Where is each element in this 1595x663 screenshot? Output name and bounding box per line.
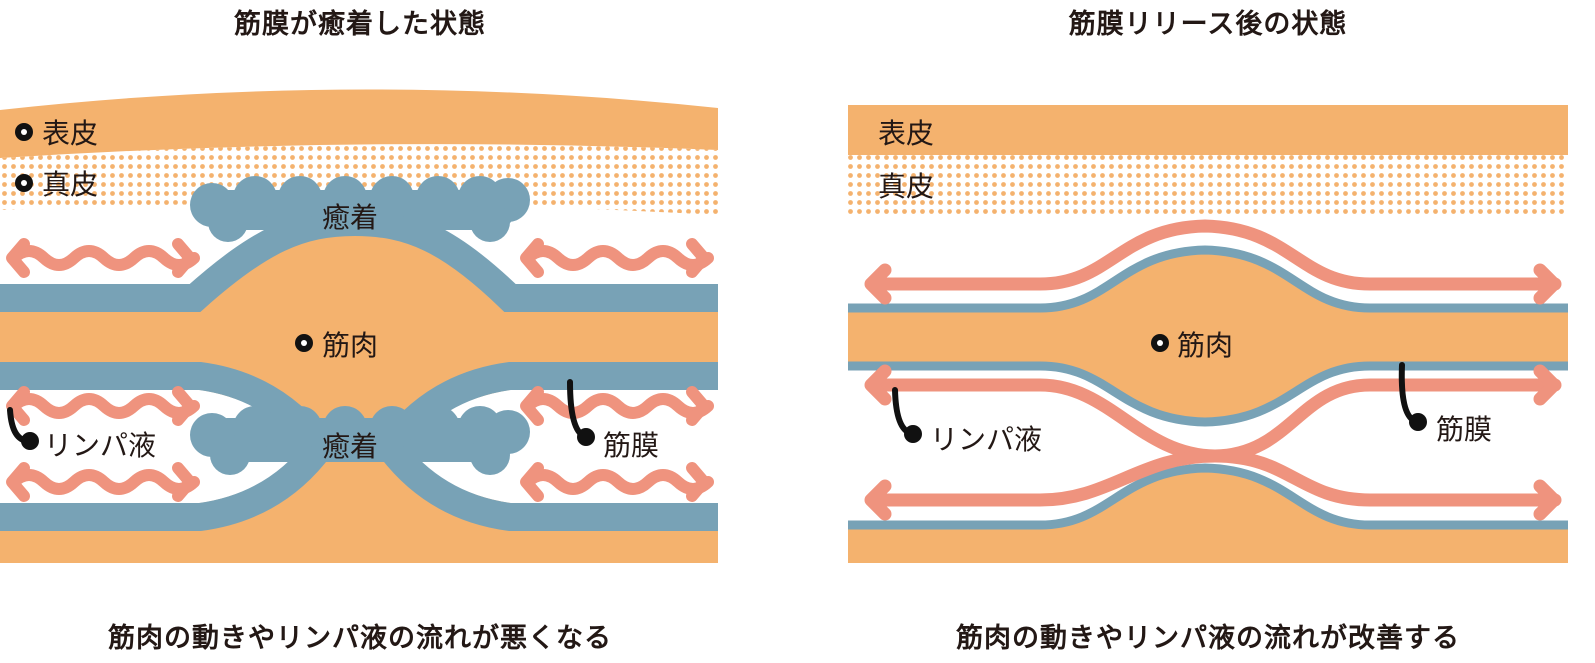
- right-lymph-label: リンパ液: [930, 423, 1043, 456]
- wavy-arrow: [6, 462, 200, 502]
- right-epidermis: [848, 105, 1568, 155]
- lymph-wavy-arrows: [6, 238, 714, 502]
- wavy-arrow: [520, 462, 714, 502]
- right-lower-muscle: [848, 468, 1568, 563]
- left-epidermis-label: 表皮: [42, 117, 99, 150]
- right-fascia: [848, 245, 1568, 530]
- lymph-flow-arrows: [864, 219, 1562, 521]
- left-caption: 筋肉の動きやリンパ液の流れが悪くなる: [108, 623, 612, 654]
- left-fascia-label: 筋膜: [603, 429, 660, 462]
- right-title: 筋膜リリース後の状態: [1068, 9, 1348, 40]
- lymph-arrow-top: [865, 219, 1562, 291]
- right-fascia-label: 筋膜: [1436, 413, 1493, 446]
- left-muscle-label: 筋肉: [322, 329, 379, 362]
- adhesion-bottom-label: 癒着: [322, 430, 379, 463]
- left-panel: [0, 89, 718, 563]
- left-epidermis: [0, 89, 718, 158]
- left-dermis: [0, 144, 718, 215]
- right-caption: 筋肉の動きやリンパ液の流れが改善する: [956, 623, 1460, 654]
- adhesion-blob-top: [190, 176, 530, 242]
- wavy-arrow: [6, 238, 200, 278]
- left-dermis-label: 真皮: [42, 168, 99, 201]
- left-lymph-label: リンパ液: [44, 429, 157, 462]
- label-markers: [7, 123, 595, 450]
- right-dermis-label: 真皮: [878, 170, 935, 203]
- right-upper-muscle: [848, 250, 1568, 422]
- wavy-arrow: [6, 386, 200, 426]
- wavy-arrow: [520, 386, 714, 426]
- adhesion-blob-bottom: [190, 406, 530, 475]
- wavy-arrow: [520, 238, 714, 278]
- left-title: 筋膜が癒着した状態: [234, 9, 486, 40]
- right-muscle-label: 筋肉: [1177, 329, 1234, 362]
- right-dermis: [848, 155, 1568, 215]
- adhesion-top-label: 癒着: [322, 201, 379, 234]
- lymph-arrow-bottom: [865, 449, 1562, 507]
- right-label-markers: [892, 334, 1427, 443]
- right-panel: [848, 105, 1568, 563]
- right-epidermis-label: 表皮: [878, 117, 935, 150]
